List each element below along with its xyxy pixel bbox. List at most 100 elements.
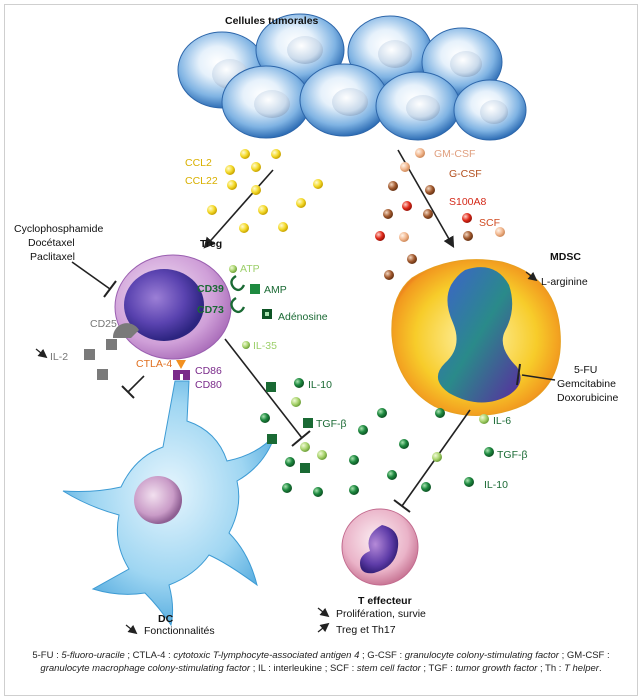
il2-square [84,349,95,360]
chemokine-dot [207,205,217,215]
cytokine-dot [484,447,494,457]
mdsc-cell [391,259,561,416]
ccl2-label: CCL2 [185,157,212,169]
inhibit-mdsc-to-teff [393,409,471,513]
caption-text: 5-fluoro-uracile [61,650,125,661]
cytokine-dot [399,439,409,449]
il10-left-label: IL-10 [308,379,332,391]
cd39-receptor [230,274,246,292]
amp-square [250,284,260,294]
cytokine-dot [294,378,304,388]
chemokine-dot [271,149,281,159]
il2-label: IL-2 [50,351,68,363]
cytokine-dot [464,477,474,487]
caption-text: tumor growth factor [455,662,538,674]
arrow-tumor-to-treg [203,169,274,249]
inhibit-ctla4 [121,375,145,399]
cytokine-dot [291,397,301,407]
chemokine-dot [251,162,261,172]
chemokine-dot [400,162,410,172]
caption-text: . [598,662,602,674]
down-arrow-icon [317,607,330,618]
chemokine-dot [402,201,412,211]
tgfb-left-label: TGF-β [316,418,347,430]
chemokine-dot [462,213,472,223]
inhibit-drugs-to-treg [71,261,117,298]
caption-text: 5-FU : [32,650,62,661]
s100a8-label: S100A8 [449,196,487,208]
drug-docetaxel: Docétaxel [28,237,75,249]
drug-paclitaxel: Paclitaxel [30,251,75,263]
chemokine-dot [407,254,417,264]
cytokine-dot [300,442,310,452]
tumor-cell [375,71,461,141]
mdsc-chemokine-dots [375,148,505,280]
chemokine-dot [399,232,409,242]
cd25-label: CD25 [90,318,117,330]
cd25-receptor [112,323,139,338]
drug-gemcitabine: Gemcitabine [557,378,616,390]
proliferation-label: Prolifération, survie [336,608,426,620]
cd73-label: CD73 [197,304,224,316]
chemokine-dot [227,180,237,190]
drug-5fu: 5-FU [574,364,597,376]
tgfb-right-label: TGF-β [497,449,528,461]
inhibit-drugs-to-mdsc [516,363,556,386]
cytokine-square [303,418,313,428]
adenosine-label: Adénosine [278,311,328,323]
chemokine-dot [296,198,306,208]
larginine-label: L-arginine [541,276,588,288]
cytokine-dot [349,455,359,465]
chemokine-dot [258,205,268,215]
fonctionnalites-label: Fonctionnalités [144,625,215,637]
cytokine-dot [377,408,387,418]
ccl22-label: CCL22 [185,175,218,187]
chemokine-dot [313,179,323,189]
treg-label: Treg [200,238,222,250]
cytokine-dot [479,414,489,424]
mdsc-label: MDSC [550,251,581,263]
chemokine-dot [239,223,249,233]
tumor-cell [221,65,311,139]
caption-text: stem cell factor [356,662,421,674]
chemokine-dot [388,181,398,191]
amp-label: AMP [264,284,287,296]
il35-label: IL-35 [253,340,277,352]
chemokine-dot [415,148,425,158]
gmcsf-label: GM-CSF [434,148,475,160]
tumor-cells-cluster [177,13,527,141]
cytokine-dot [387,470,397,480]
treg-cytokine-dots [260,378,327,497]
dc-label: DC [158,613,174,625]
cytokine-square [267,434,277,444]
cytokine-square [266,382,276,392]
cytokine-dot [285,457,295,467]
gcsf-label: G-CSF [449,168,482,180]
mdsc-cytokine-dots [349,408,494,495]
il2-square [97,369,108,380]
chemokine-dot [240,149,250,159]
tumor-title: Cellules tumorales [225,15,319,27]
down-arrow-icon [525,271,538,282]
tumor-cell [299,63,389,137]
cd86-label: CD86 [195,365,222,377]
cytokine-dot [313,487,323,497]
cytokine-dot [260,413,270,423]
atp-dot [229,265,237,273]
caption-text: ; TGF : [420,662,456,674]
up-arrow-icon [317,622,330,633]
chemokine-dot [384,270,394,280]
cytokine-dot [282,483,292,493]
cytokine-dot [317,450,327,460]
chemokine-dot [225,165,235,175]
caption-text: granulocyte colony-stimulating factor [404,650,559,661]
chemokine-dot [463,231,473,241]
cytokine-dot [432,452,442,462]
caption-text: cytotoxic T-lymphocyte-associated antige… [173,650,360,661]
caption-text: ; G-CSF : [359,650,405,661]
caption-text: ; IL : interleukine ; SCF : [250,662,357,674]
il35-dot [242,341,250,349]
down-arrow-icon [125,624,138,635]
chemokine-dot [425,185,435,195]
